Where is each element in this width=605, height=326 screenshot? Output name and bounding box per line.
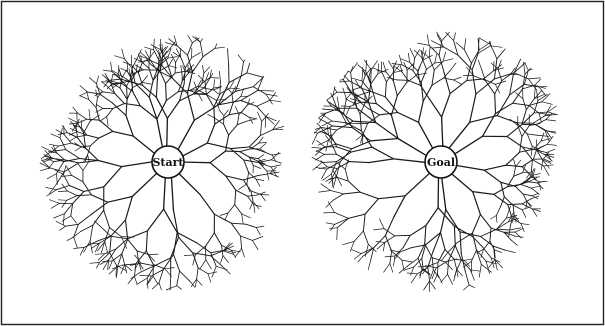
goal-node: Goal [425, 146, 457, 178]
tree-branch [184, 162, 210, 163]
tree-branch [337, 228, 338, 240]
goal-node-label: Goal [427, 156, 455, 169]
tree-branch [167, 118, 168, 146]
tree-branch [127, 86, 128, 99]
tree-branch [261, 195, 269, 196]
tree-branch [149, 254, 158, 255]
tree-branch [175, 63, 176, 74]
tree-branch [116, 265, 117, 276]
tree-branch [258, 91, 274, 92]
tree-branch [471, 262, 472, 273]
tree-branch [194, 94, 207, 95]
tree-branch [226, 151, 240, 152]
tree-branch [371, 70, 372, 85]
start-node-label: Start [152, 156, 184, 169]
tree-branch [241, 96, 249, 97]
tree-branch [166, 84, 167, 101]
start-node: Start [152, 146, 184, 178]
tree-branch [118, 65, 119, 74]
tree-branch [58, 200, 67, 201]
tree-branch [438, 262, 439, 274]
